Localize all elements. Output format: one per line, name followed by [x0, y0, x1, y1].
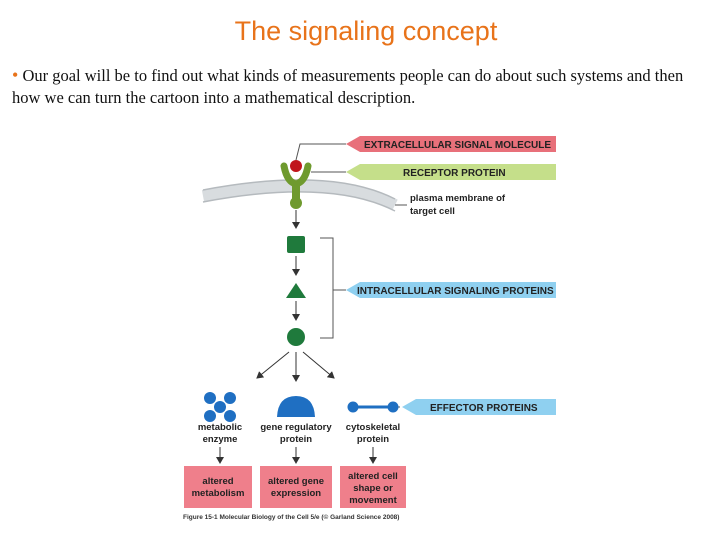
label-receptor-protein: RECEPTOR PROTEIN [403, 168, 506, 179]
bullet-paragraph: • Our goal will be to find out what kind… [12, 64, 712, 109]
outcome-shape-l2: shape or [353, 483, 393, 494]
outcome-gene-l2: expression [271, 488, 321, 499]
gene-regulatory-protein-icon [277, 396, 315, 417]
outcome-metabolism-l1: altered [202, 476, 233, 487]
tag-effector [402, 399, 556, 415]
plasma-membrane [201, 179, 398, 211]
signaling-protein-triangle-icon [286, 283, 306, 298]
tag-intracellular [346, 282, 556, 298]
label-cyto-l1: cytoskeletal [346, 422, 400, 433]
label-intracellular: INTRACELLULAR SIGNALING PROTEINS [357, 286, 554, 297]
signal-molecule-icon [290, 160, 302, 172]
outcome-altered-cell-shape [340, 466, 406, 508]
cytoskeletal-protein-icon [347, 401, 399, 413]
label-metabolic-l2: enzyme [203, 434, 238, 445]
label-cyto-l2: protein [357, 434, 389, 445]
label-metabolic-l1: metabolic [198, 422, 242, 433]
metabolic-enzyme-icon [204, 392, 236, 422]
outcome-altered-gene-expression [260, 466, 332, 508]
outcome-metabolism-l2: metabolism [192, 488, 245, 499]
outcome-shape-l1: altered cell [348, 471, 398, 482]
outcome-gene-l1: altered gene [268, 476, 324, 487]
label-effector: EFFECTOR PROTEINS [430, 403, 538, 414]
tag-receptor-protein [346, 164, 556, 180]
figure-caption: Figure 15-1 Molecular Biology of the Cel… [183, 513, 399, 521]
outcome-shape-l3: movement [349, 495, 397, 506]
label-membrane-line2: target cell [410, 206, 455, 217]
bullet-icon: • [12, 65, 19, 85]
receptor-protein-icon [280, 162, 312, 209]
tag-extracellular-signal [346, 136, 556, 152]
label-gene-l1: gene regulatory [260, 422, 332, 433]
bullet-text: Our goal will be to find out what kinds … [12, 66, 684, 107]
label-gene-l2: protein [280, 434, 312, 445]
signaling-protein-square-icon [287, 236, 305, 253]
outcome-altered-metabolism [184, 466, 252, 508]
label-membrane-line1: plasma membrane of [410, 193, 506, 204]
label-extracellular-signal: EXTRACELLULAR SIGNAL MOLECULE [364, 140, 551, 151]
slide-title: The signaling concept [234, 16, 498, 46]
signaling-protein-circle-icon [287, 328, 305, 346]
